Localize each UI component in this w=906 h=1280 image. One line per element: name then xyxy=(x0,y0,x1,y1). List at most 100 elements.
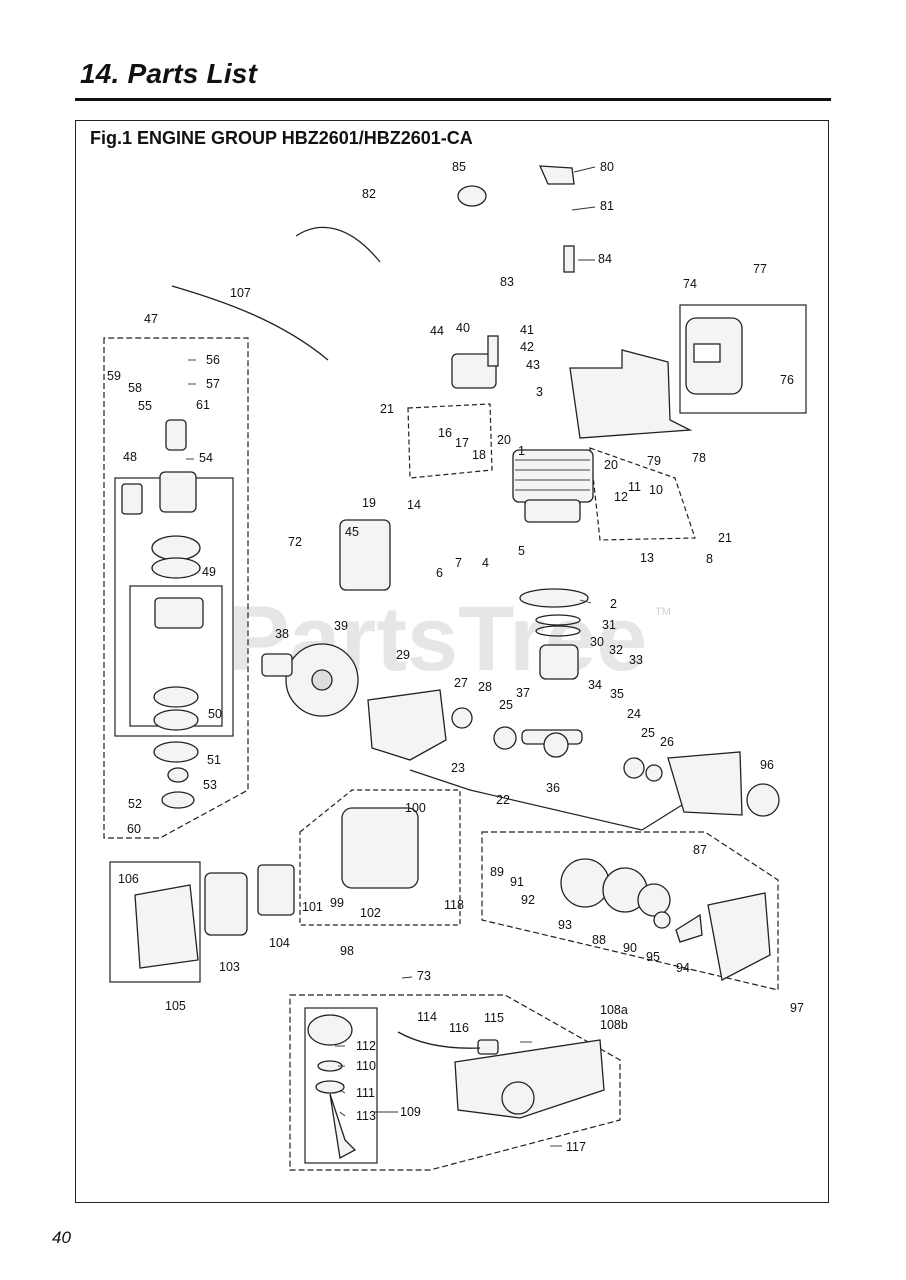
heading-rule xyxy=(75,98,831,101)
callout-36: 36 xyxy=(546,781,560,795)
callout-94: 94 xyxy=(676,961,690,975)
callout-102: 102 xyxy=(360,906,381,920)
callout-82: 82 xyxy=(362,187,376,201)
callout-24: 24 xyxy=(627,707,641,721)
callout-4: 4 xyxy=(482,556,489,570)
cap-gasket-part xyxy=(315,1080,345,1094)
callout-1: 1 xyxy=(518,444,525,458)
callout-92: 92 xyxy=(521,893,535,907)
carb-nozzle-part xyxy=(165,419,187,451)
callout-76: 76 xyxy=(780,373,794,387)
callout-43: 43 xyxy=(526,358,540,372)
callout-39: 39 xyxy=(334,619,348,633)
callout-108b: 108b xyxy=(600,1018,628,1032)
piston-part xyxy=(539,644,579,680)
clutch-case-part xyxy=(667,751,743,816)
air-cleaner-group-outline xyxy=(299,789,461,926)
callout-50: 50 xyxy=(208,707,222,721)
carb-pump-part xyxy=(159,471,197,513)
callout-97: 97 xyxy=(790,1001,804,1015)
callout-45: 45 xyxy=(345,525,359,539)
spark-plug-part xyxy=(563,245,575,273)
callout-25a: 25 xyxy=(499,698,513,712)
callout-30: 30 xyxy=(590,635,604,649)
callout-47: 47 xyxy=(144,312,158,326)
callout-44: 44 xyxy=(430,324,444,338)
callout-22: 22 xyxy=(496,793,510,807)
coil-terminal-part xyxy=(487,335,499,367)
callout-101: 101 xyxy=(302,900,323,914)
callout-105: 105 xyxy=(165,999,186,1013)
callout-93: 93 xyxy=(558,918,572,932)
callout-115: 115 xyxy=(484,1011,504,1025)
insulator-group-outline xyxy=(407,403,493,479)
callout-60: 60 xyxy=(127,822,141,836)
callout-106: 106 xyxy=(118,872,139,886)
cap-strap-part xyxy=(329,1093,357,1160)
starter-group-outline xyxy=(481,831,779,991)
crank-web-part xyxy=(543,732,569,758)
callout-21a: 21 xyxy=(380,402,394,416)
metering-cover-part xyxy=(153,709,199,731)
cylinder-fins xyxy=(515,459,590,491)
callout-14: 14 xyxy=(407,498,421,512)
watermark-trademark: TM xyxy=(655,606,671,618)
callout-72: 72 xyxy=(288,535,302,549)
carburetor-part xyxy=(339,519,391,591)
callout-74: 74 xyxy=(683,277,697,291)
callout-35: 35 xyxy=(610,687,624,701)
callout-40: 40 xyxy=(456,321,470,335)
callout-13: 13 xyxy=(640,551,654,565)
fuel-cap-group-outline xyxy=(304,1007,378,1164)
callout-108a: 108a xyxy=(600,1003,628,1017)
callout-28: 28 xyxy=(478,680,492,694)
primer-cover-part xyxy=(161,791,195,809)
metering-body-part xyxy=(154,597,204,629)
metering-diaphragm-part xyxy=(153,686,199,708)
oil-seal-part-26 xyxy=(645,764,663,782)
air-filter-part xyxy=(204,872,248,936)
callout-53: 53 xyxy=(203,778,217,792)
tank-cover-part xyxy=(134,884,199,969)
grommet-part xyxy=(457,185,487,207)
callout-2: 2 xyxy=(610,597,617,611)
clutch-part xyxy=(261,653,293,677)
callout-20a: 20 xyxy=(497,433,511,447)
callout-38: 38 xyxy=(275,627,289,641)
page-heading: 14. Parts List xyxy=(80,58,258,89)
callout-34: 34 xyxy=(588,678,602,692)
callout-95: 95 xyxy=(646,950,660,964)
callout-103: 103 xyxy=(219,960,240,974)
callout-73: 73 xyxy=(417,969,431,983)
primer-gasket-part xyxy=(153,741,199,763)
callout-109: 109 xyxy=(400,1105,421,1119)
tank-filler-neck-part xyxy=(501,1081,535,1115)
callout-6: 6 xyxy=(436,566,443,580)
cylinder-part xyxy=(512,449,594,503)
callout-17: 17 xyxy=(455,436,469,450)
callout-78: 78 xyxy=(692,451,706,465)
callout-83: 83 xyxy=(500,275,514,289)
heat-shield-part xyxy=(569,349,693,439)
throttle-cable-part xyxy=(171,285,329,361)
callout-58: 58 xyxy=(128,381,142,395)
callout-42: 42 xyxy=(520,340,534,354)
flywheel-hub-part xyxy=(311,669,333,691)
callout-98: 98 xyxy=(340,944,354,958)
callout-54: 54 xyxy=(199,451,213,465)
callout-111: 111 xyxy=(356,1086,375,1100)
oil-seal-part-27 xyxy=(451,707,473,729)
callout-87: 87 xyxy=(693,843,707,857)
callout-41: 41 xyxy=(520,323,534,337)
piston-ring-bottom-part xyxy=(535,625,581,637)
callout-61: 61 xyxy=(196,398,210,412)
callout-84: 84 xyxy=(598,252,612,266)
callout-27: 27 xyxy=(454,676,468,690)
callout-48: 48 xyxy=(123,450,137,464)
callout-90: 90 xyxy=(623,941,637,955)
bearing-part-25b xyxy=(623,757,645,779)
air-cleaner-gasket-part xyxy=(257,864,295,916)
callout-55: 55 xyxy=(138,399,152,413)
fuel-line-part xyxy=(397,1031,481,1049)
